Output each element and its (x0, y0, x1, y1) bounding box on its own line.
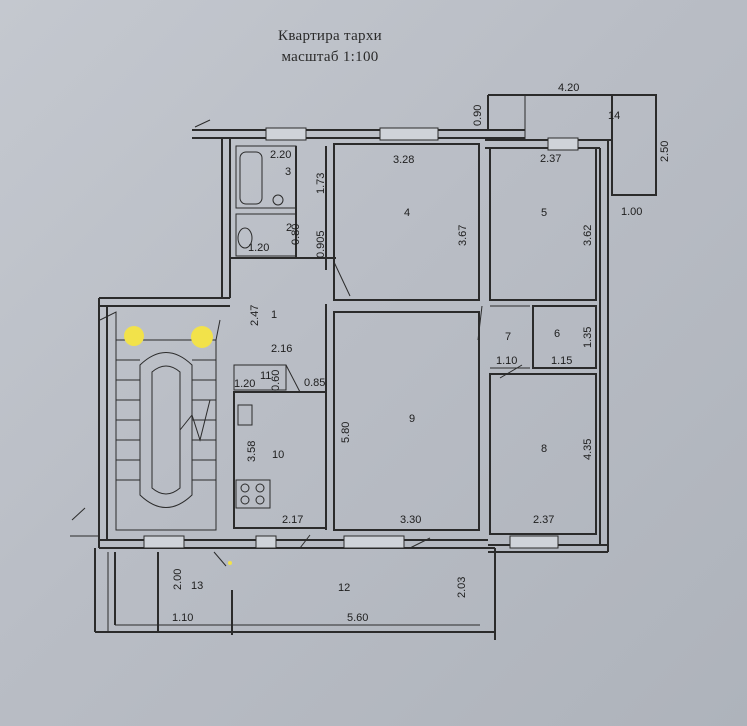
dim-label: 2.20 (270, 149, 291, 161)
marker-dot (191, 326, 213, 348)
outer-walls (70, 119, 612, 640)
dim-label: 3.67 (457, 225, 469, 246)
dim-label: 4.20 (558, 82, 579, 94)
room-7-label: 7 (505, 331, 511, 343)
staircase (99, 311, 221, 531)
toilet-icon (237, 227, 253, 249)
dim-label: 2.17 (282, 514, 303, 526)
sink-icon (237, 404, 253, 426)
dim-label: 1.20 (234, 378, 255, 390)
dim-label: 2.37 (540, 153, 561, 165)
dim-label: 1.10 (496, 355, 517, 367)
room-9-label: 9 (409, 413, 415, 425)
dim-label: 0.60 (270, 370, 282, 391)
room-13-label: 13 (191, 580, 203, 592)
dim-label: 0.90 (472, 105, 484, 126)
room-labels: 1 2 3 4 5 6 7 8 9 10 11 12 13 14 (191, 110, 620, 594)
room-5-label: 5 (541, 207, 547, 219)
dim-label: 2.16 (271, 343, 292, 355)
dim-label: 1.73 (315, 173, 327, 194)
dim-label: 1.10 (172, 612, 193, 624)
balcony-14 (487, 94, 657, 196)
room-3-label: 3 (285, 166, 291, 178)
sink-icon (272, 194, 284, 206)
dim-label: 0.80 (290, 224, 302, 245)
dim-label: 1.00 (621, 206, 642, 218)
room-1-label: 1 (271, 309, 277, 321)
dim-label: 3.30 (400, 514, 421, 526)
dim-label: 1.15 (551, 355, 572, 367)
interior-walls (213, 143, 597, 567)
room-11-label: 11 (260, 370, 271, 382)
room-6-label: 6 (554, 328, 560, 340)
dimension-labels: 4.20 0.90 2.50 1.00 2.20 3.28 2.37 1.73 … (172, 82, 671, 624)
dim-label: 0.85 (304, 377, 325, 389)
dim-label: 0.905 (315, 230, 327, 258)
highlight-markers (124, 326, 232, 565)
stove-icon (235, 479, 271, 509)
dim-label: 5.60 (347, 612, 368, 624)
plan-title: Квартира тархи (278, 28, 382, 44)
room-2-label: 2 (286, 222, 292, 234)
dim-label: 1.20 (248, 242, 269, 254)
marker-dot (228, 561, 232, 565)
windows (143, 127, 579, 549)
dim-label: 3.62 (582, 225, 594, 246)
dim-label: 4.35 (582, 439, 594, 460)
dim-label: 2.00 (172, 569, 184, 590)
room-10-label: 10 (272, 449, 284, 461)
bathtub-icon (239, 151, 263, 205)
dim-label: 2.50 (659, 141, 671, 162)
dim-label: 3.58 (246, 441, 258, 462)
room-12-label: 12 (338, 582, 350, 594)
dim-label: 5.80 (340, 422, 352, 443)
dim-label: 2.03 (456, 577, 468, 598)
dim-label: 2.37 (533, 514, 554, 526)
dim-label: 1.35 (582, 327, 594, 348)
room-8-label: 8 (541, 443, 547, 455)
room-4-label: 4 (404, 207, 410, 219)
dim-label: 3.28 (393, 154, 414, 166)
dim-label: 2.47 (249, 305, 261, 326)
room-14-label: 14 (608, 110, 620, 122)
fixtures (235, 151, 284, 509)
marker-dot (124, 326, 144, 346)
plan-scale: масштаб 1:100 (281, 49, 379, 65)
